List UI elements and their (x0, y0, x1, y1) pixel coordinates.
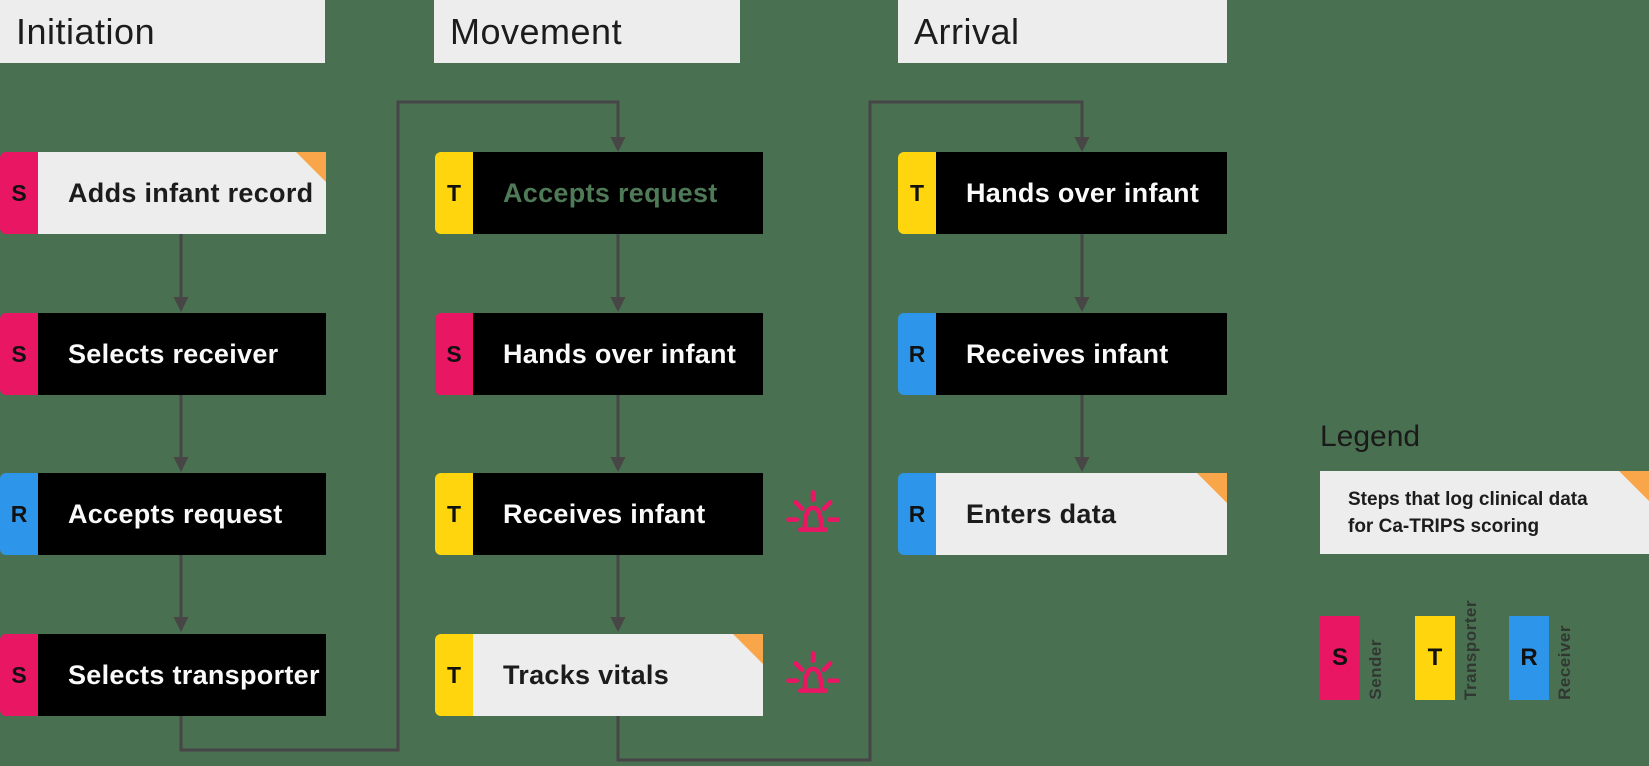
badge-letter: T (1427, 644, 1443, 671)
legend-note-text: Steps that log clinical data for Ca-TRIP… (1348, 488, 1588, 537)
column-header-movement: Movement (434, 0, 740, 63)
step-label: Tracks vitals (503, 659, 670, 690)
step-label: Selects transporter (68, 659, 320, 690)
step-selects-receiver: S Selects receiver (0, 313, 326, 395)
badge-letter: S (11, 340, 27, 367)
badge-letter: T (909, 179, 925, 206)
step-hands-over-infant-transporter: T Hands over infant (898, 152, 1227, 234)
column-header-arrival: Arrival (898, 0, 1227, 63)
transporter-badge: T (435, 634, 473, 716)
logged-corner-icon (296, 152, 326, 182)
badge-letter: R (908, 340, 926, 367)
badge-letter: R (10, 500, 28, 527)
step-adds-infant-record: S Adds infant record (0, 152, 326, 234)
legend-transporter-label: Transporter (1461, 600, 1480, 700)
transporter-badge: T (435, 473, 473, 555)
receiver-badge: R (0, 473, 38, 555)
step-accepts-request-receiver: R Accepts request (0, 473, 326, 555)
step-label: Receives infant (503, 498, 706, 529)
transporter-badge: T (898, 152, 936, 234)
sender-badge: S (0, 152, 38, 234)
receiver-badge: R (898, 473, 936, 555)
badge-letter: T (446, 661, 462, 688)
step-label: Hands over infant (503, 338, 737, 369)
badge-letter: S (446, 340, 462, 367)
step-accepts-request-transporter: T Accepts request (435, 152, 763, 234)
transporter-badge: T (435, 152, 473, 234)
legend-title: Legend (1320, 420, 1421, 453)
column-title: Arrival (914, 10, 1020, 52)
siren-icon (786, 651, 840, 693)
step-label: Hands over infant (966, 177, 1200, 208)
siren-icon (786, 490, 840, 532)
step-enters-data: R Enters data (898, 473, 1227, 555)
step-tracks-vitals: T Tracks vitals (435, 634, 763, 716)
step-receives-infant-transporter: T Receives infant (435, 473, 763, 555)
sender-badge: S (0, 634, 38, 716)
badge-letter: S (11, 179, 27, 206)
step-label: Selects receiver (68, 338, 279, 369)
legend-sender-label: Sender (1366, 639, 1385, 700)
step-selects-transporter: S Selects transporter (0, 634, 326, 716)
logged-corner-icon (733, 634, 763, 664)
step-hands-over-infant-sender: S Hands over infant (435, 313, 763, 395)
badge-letter: R (908, 500, 926, 527)
badge-letter: T (446, 179, 462, 206)
step-label: Accepts request (503, 177, 718, 208)
step-label: Adds infant record (68, 177, 314, 208)
column-title: Movement (450, 10, 623, 52)
legend-sender-badge: S (1320, 616, 1360, 700)
sender-badge: S (0, 313, 38, 395)
legend-transporter-badge: T (1415, 616, 1455, 700)
column-title: Initiation (16, 10, 156, 52)
step-receives-infant-receiver: R Receives infant (898, 313, 1227, 395)
legend-receiver-label: Receiver (1555, 625, 1574, 700)
column-header-initiation: Initiation (0, 0, 325, 63)
step-label: Enters data (966, 498, 1117, 529)
legend-note-box: Steps that log clinical data for Ca-TRIP… (1320, 471, 1649, 554)
legend-receiver-badge: R (1509, 616, 1549, 700)
badge-letter: R (1520, 644, 1538, 671)
receiver-badge: R (898, 313, 936, 395)
badge-letter: T (446, 500, 462, 527)
badge-letter: S (1331, 644, 1348, 671)
step-label: Accepts request (68, 498, 283, 529)
sender-badge: S (435, 313, 473, 395)
badge-letter: S (11, 661, 27, 688)
logged-corner-icon (1619, 471, 1649, 501)
logged-corner-icon (1197, 473, 1227, 503)
step-label: Receives infant (966, 338, 1169, 369)
